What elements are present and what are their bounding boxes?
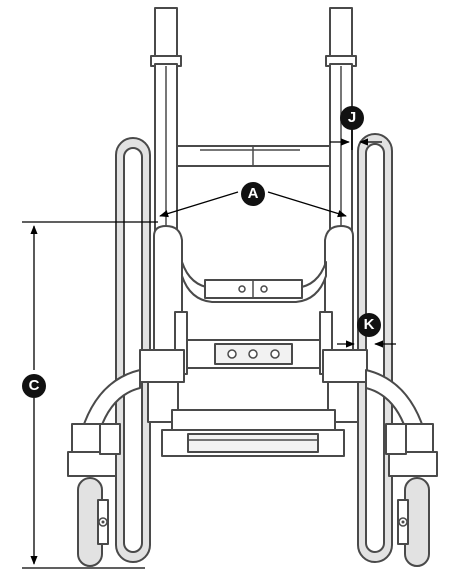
caster-fork-right [385,423,438,477]
mid-cross-bracket [186,339,321,369]
callout-c: C [22,374,46,398]
dimension-a-lines [159,191,347,218]
callout-k: K [357,313,381,337]
seat-side-tube-left [153,225,188,375]
lower-frame [161,409,345,457]
caster-wheel-left [77,477,109,567]
seat-back-tube [181,261,327,303]
side-plate-right [322,349,368,423]
upper-back-crossbar [176,145,331,167]
caster-fork-left [67,423,121,477]
dimension-j-lines [330,128,382,150]
caster-wheel-right [397,477,430,567]
dimension-c-lines [22,221,158,569]
callout-j: J [340,106,364,130]
callout-a: A [241,182,265,206]
rear-wheel-right [357,133,393,563]
